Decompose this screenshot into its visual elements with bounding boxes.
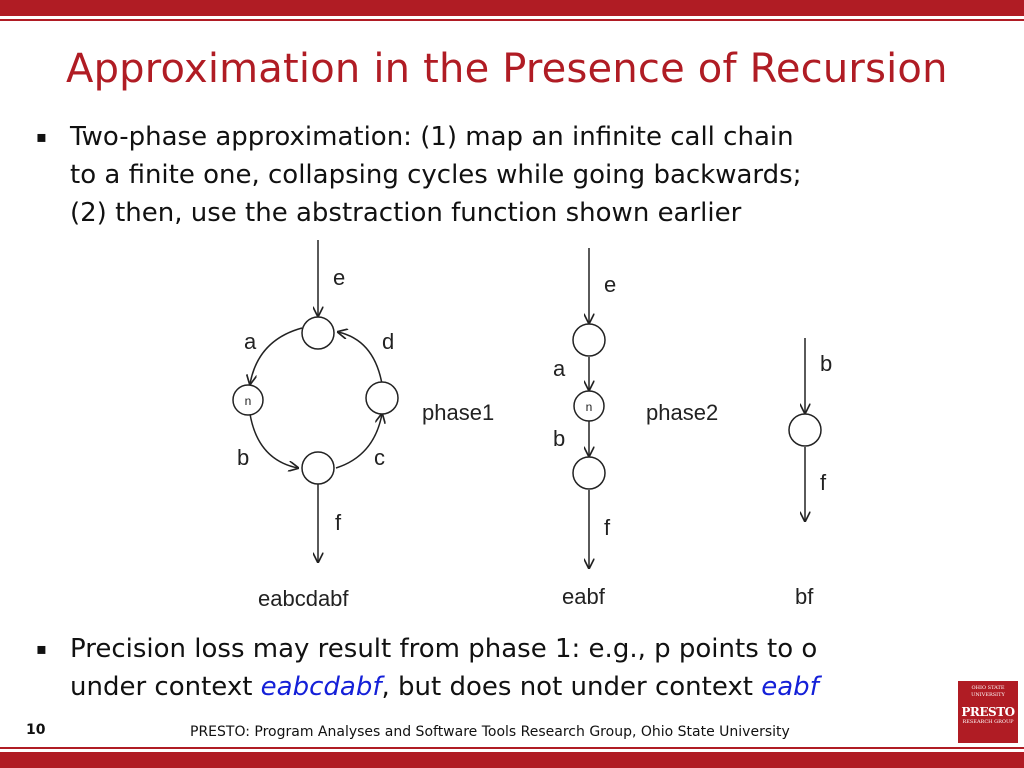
text-run: under context — [70, 672, 261, 702]
node — [365, 381, 399, 415]
edge-label-a: a — [244, 329, 257, 354]
top-accent-bar — [0, 0, 1024, 16]
chain-label-3: bf — [795, 584, 814, 609]
edge-b — [249, 413, 298, 468]
edge-label-e: e — [604, 272, 616, 297]
node-n — [232, 384, 264, 416]
bullet-square-icon: ▪ — [36, 127, 47, 146]
slide-title: Approximation in the Presence of Recursi… — [66, 46, 948, 92]
node — [788, 413, 822, 447]
graph-phase0 — [232, 240, 399, 562]
edge-a — [250, 327, 303, 384]
bullet-line: to a finite one, collapsing cycles while… — [70, 160, 802, 190]
footer-text: PRESTO: Program Analyses and Software To… — [190, 724, 790, 740]
graph-phase1 — [572, 248, 606, 568]
context-eabcdabf: eabcdabf — [260, 672, 382, 702]
bullet-square-icon: ▪ — [36, 639, 47, 658]
edge-label-b: b — [820, 351, 832, 376]
node — [301, 316, 335, 350]
node — [572, 323, 606, 357]
edge-label-f: f — [820, 470, 827, 495]
bullet-line: Precision loss may result from phase 1: … — [70, 634, 818, 664]
edge-label-d: d — [382, 329, 394, 354]
edge-label-e: e — [333, 265, 345, 290]
graph-phase2 — [788, 338, 822, 521]
text-run: , but does not under context — [381, 672, 762, 702]
chain-label-1: eabcdabf — [258, 586, 349, 611]
presto-logo: OHIO STATE UNIVERSITY PRESTO RESEARCH GR… — [958, 681, 1018, 743]
phase2-label: phase2 — [646, 400, 718, 425]
bottom-accent-bar — [0, 752, 1024, 768]
edge-label-f: f — [604, 515, 611, 540]
node-label-n: n — [586, 400, 593, 414]
edge-label-b: b — [553, 426, 565, 451]
bullet-line: under context eabcdabf, but does not und… — [70, 668, 819, 706]
logo-top-text: OHIO STATE UNIVERSITY — [971, 685, 1005, 698]
chain-label-2: eabf — [562, 584, 606, 609]
edge-label-c: c — [374, 445, 385, 470]
bottom-accent-line — [0, 747, 1024, 749]
edge-label-a: a — [553, 356, 566, 381]
bullet-line: (2) then, use the abstraction function s… — [70, 198, 742, 228]
node-n — [573, 390, 605, 422]
edge-d — [338, 332, 383, 385]
context-eabf: eabf — [761, 672, 819, 702]
bullet-line: Two-phase approximation: (1) map an infi… — [70, 122, 794, 152]
node — [572, 456, 606, 490]
top-accent-line — [0, 19, 1024, 21]
logo-bottom-text: RESEARCH GROUP — [962, 719, 1014, 725]
phase1-label: phase1 — [422, 400, 494, 425]
edge-label-b: b — [237, 445, 249, 470]
node — [301, 451, 335, 485]
edge-c — [335, 414, 382, 469]
bullet-text: Two-phase approximation: (1) map an infi… — [70, 118, 801, 232]
node-label-n: n — [245, 394, 252, 408]
logo-name: PRESTO — [961, 705, 1015, 719]
bullet-text: Precision loss may result from phase 1: … — [70, 630, 819, 706]
edge-label-f: f — [335, 510, 342, 535]
page-number: 10 — [26, 722, 46, 738]
